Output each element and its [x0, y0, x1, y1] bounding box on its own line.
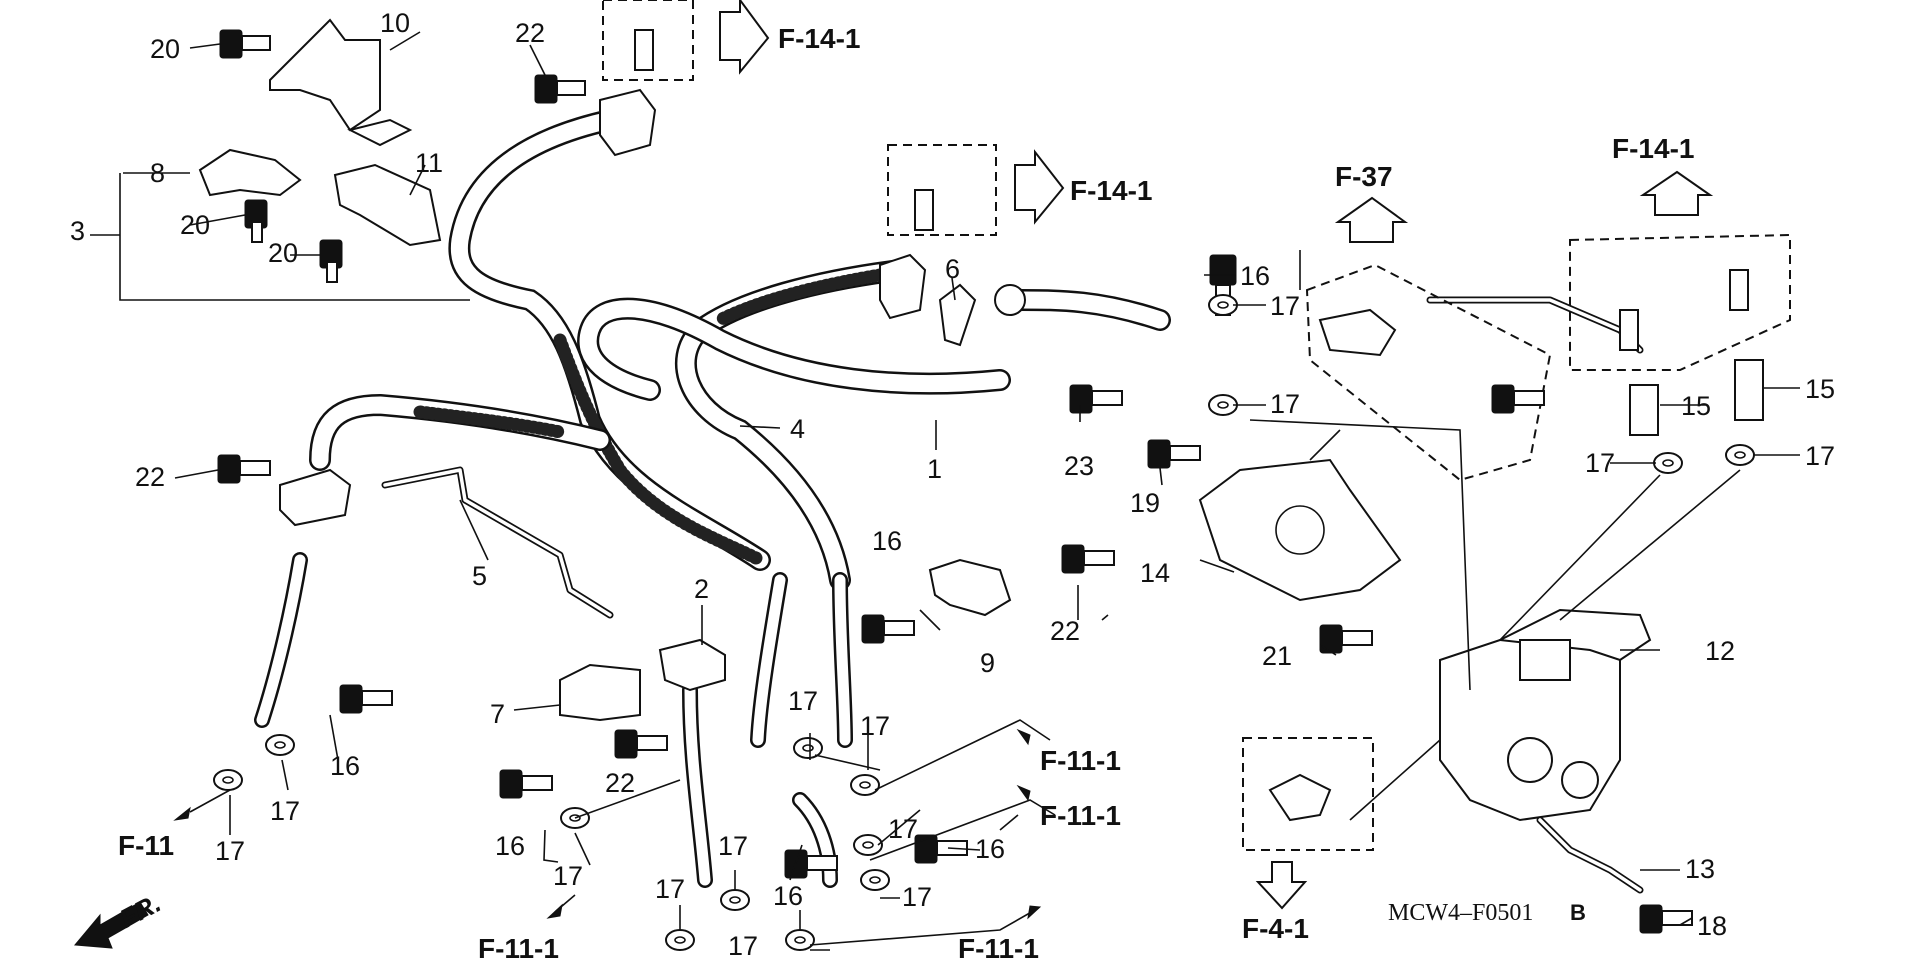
- callout-2: 2: [694, 574, 709, 604]
- part-11-clamp: [333, 163, 442, 247]
- callout-4: 4: [790, 414, 805, 444]
- callout-8: 8: [150, 158, 165, 188]
- callout-14: 14: [1140, 558, 1170, 588]
- arrow-f14-1-mid: [1014, 149, 1065, 225]
- callout-11: 11: [415, 148, 443, 178]
- brake-hoses: [254, 109, 1171, 888]
- callout-13: 13: [1685, 854, 1715, 884]
- callout-1: 1: [927, 454, 942, 484]
- callout-10: 10: [380, 8, 410, 38]
- callout-5: 5: [472, 561, 487, 591]
- callout-22d: 22: [605, 768, 635, 798]
- arrow-f14-1-right: [1639, 170, 1714, 216]
- callout-6: 6: [945, 254, 960, 284]
- part-2-block: [658, 638, 726, 692]
- callout-17j: 17: [888, 814, 918, 844]
- joint-block-left: [279, 468, 352, 527]
- callout-16c: 16: [330, 751, 360, 781]
- part-13-hose: [1536, 816, 1644, 894]
- callout-19: 19: [1130, 488, 1160, 518]
- callout-16a: 16: [1240, 261, 1270, 291]
- ref-f14-1-mid: F-14-1: [1070, 175, 1152, 206]
- callout-7: 7: [490, 699, 505, 729]
- ref-f11-1-a: F-11-1: [1040, 745, 1121, 776]
- callout-17a: 17: [1270, 291, 1300, 321]
- callout-16b: 16: [872, 526, 902, 556]
- part-6-bracket: [938, 283, 977, 347]
- callout-20a: 20: [150, 34, 180, 64]
- callout-3: 3: [70, 216, 85, 246]
- part-12-modulator: [1439, 608, 1652, 822]
- callout-23: 23: [1064, 451, 1094, 481]
- callout-17c: 17: [1585, 448, 1615, 478]
- arrow-f14-1-top: [719, 0, 770, 75]
- callout-16e: 16: [975, 834, 1005, 864]
- callout-17l: 17: [902, 882, 932, 912]
- leader-lines: [90, 31, 1800, 951]
- callout-labels: 20 10 22 8 11 3 20 20 22 4 5 6 1 23 16 1…: [70, 8, 1835, 960]
- ref-f4-1: F-4-1: [1242, 913, 1309, 944]
- callout-17n: 17: [728, 931, 758, 960]
- callout-15a: 15: [1681, 391, 1711, 421]
- callout-18: 18: [1697, 911, 1727, 941]
- reference-arrows: [73, 0, 1714, 949]
- ref-f11-1-b: F-11-1: [1040, 800, 1121, 831]
- inset-fittings: [634, 29, 1749, 822]
- callout-20c: 20: [268, 238, 298, 268]
- callout-20b: 20: [180, 210, 210, 240]
- joint-block-mid: [879, 253, 927, 320]
- part-10-bracket: [269, 18, 413, 147]
- callout-17g: 17: [270, 796, 300, 826]
- ref-f37: F-37: [1335, 161, 1393, 192]
- arrow-fr: [73, 901, 149, 949]
- callout-12: 12: [1705, 636, 1735, 666]
- callout-17f: 17: [860, 711, 890, 741]
- arrow-f4-1: [1255, 861, 1308, 910]
- ref-f11: F-11: [118, 830, 174, 861]
- callout-17m: 17: [655, 874, 685, 904]
- callout-22c: 22: [1050, 616, 1080, 646]
- ref-f11-1-c: F-11-1: [478, 933, 559, 960]
- callout-22b: 22: [135, 462, 165, 492]
- callout-17h: 17: [215, 836, 245, 866]
- part-15-fittings: [1629, 359, 1764, 436]
- part-7-bracket: [559, 663, 641, 722]
- callout-9: 9: [980, 648, 995, 678]
- callout-17e: 17: [788, 686, 818, 716]
- brake-pipes: [381, 296, 1644, 619]
- diagram-code: MCW4–F0501: [1388, 900, 1533, 926]
- callout-21: 21: [1262, 641, 1292, 671]
- dashed-insets: [602, 0, 1791, 851]
- diagram-code-suffix: B: [1570, 900, 1586, 925]
- part-14-bracket: [1198, 458, 1402, 602]
- ref-f11-1-d: F-11-1: [958, 933, 1039, 960]
- part-8-clamp: [198, 148, 302, 197]
- callout-17d: 17: [1805, 441, 1835, 471]
- callout-17b: 17: [1270, 389, 1300, 419]
- part-9-clamp: [928, 558, 1012, 617]
- callout-15b: 15: [1805, 374, 1835, 404]
- callout-16d: 16: [495, 831, 525, 861]
- ref-f14-1-right: F-14-1: [1612, 133, 1694, 164]
- fitting-mid: [994, 284, 1026, 316]
- callout-22a: 22: [515, 18, 545, 48]
- arrow-f37: [1334, 196, 1409, 243]
- reference-labels: F-14-1 F-14-1 F-37 F-14-1 F-11 F-11-1 F-…: [118, 23, 1694, 960]
- callout-17k: 17: [718, 831, 748, 861]
- callout-16f: 16: [773, 881, 803, 911]
- leader-arrowheads: [173, 728, 1042, 946]
- callout-17i: 17: [553, 861, 583, 891]
- joint-block-top: [599, 88, 657, 157]
- ref-f14-1-top: F-14-1: [778, 23, 860, 54]
